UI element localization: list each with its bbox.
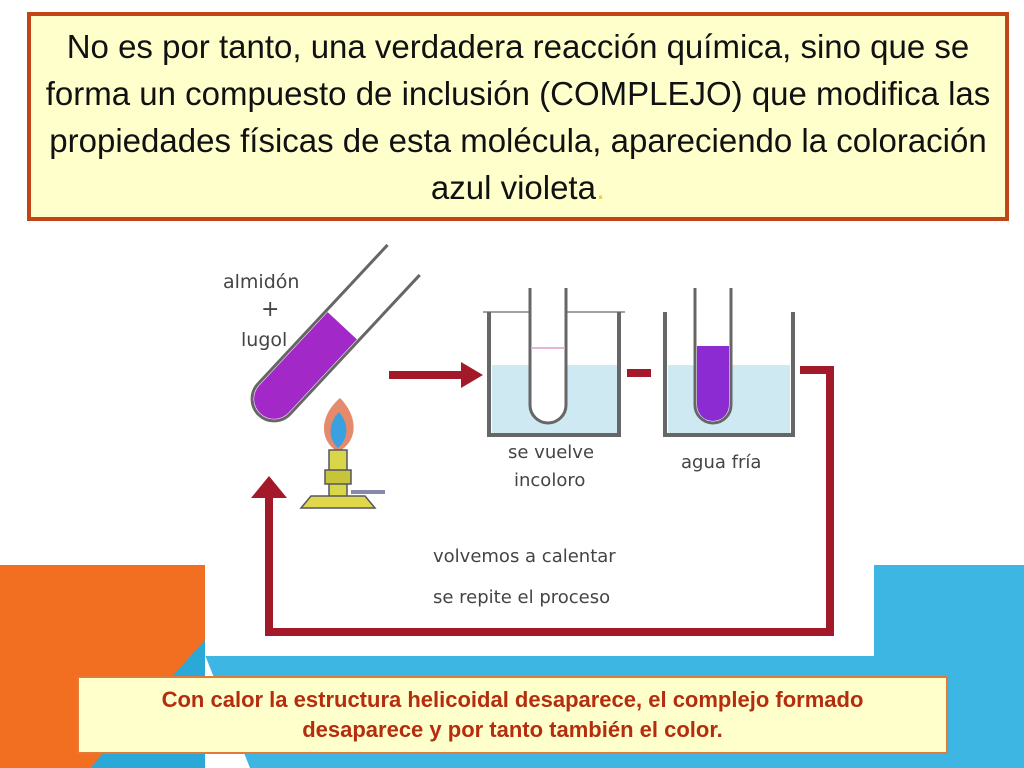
forward-arrow-head — [461, 362, 483, 388]
return-arrow-path — [265, 366, 834, 636]
label-volvemos: volvemos a calentar — [433, 546, 616, 567]
diagram-figure: almidón + lugol se vuelve incoloro agua … — [205, 240, 874, 656]
return-arrow-head — [251, 476, 287, 498]
label-se-vuelve: se vuelve — [508, 442, 594, 463]
burner-flame-inner — [330, 412, 347, 448]
bunsen-burner — [299, 398, 385, 509]
label-incoloro: incoloro — [514, 470, 585, 491]
corner-shape-orange — [0, 565, 205, 768]
beaker-colorless — [483, 288, 625, 437]
label-plus: + — [261, 297, 279, 322]
label-agua-fria: agua fría — [681, 452, 761, 473]
heated-test-tube — [250, 243, 421, 423]
title-trailing: . — [595, 168, 606, 206]
label-repite: se repite el proceso — [433, 587, 610, 608]
diagram-drawing: almidón + lugol se vuelve incoloro agua … — [223, 243, 834, 636]
test-tube-colorless — [528, 288, 568, 425]
title-box: No es por tanto, una verdadera reacción … — [27, 12, 1009, 221]
caption-box: Con calor la estructura helicoidal desap… — [77, 676, 948, 754]
beaker-cold-water — [663, 288, 795, 437]
tube-violet-fill — [697, 346, 729, 421]
title-text-wrap: No es por tanto, una verdadera reacción … — [45, 23, 991, 211]
label-almidon: almidón — [223, 271, 299, 293]
title-text: No es por tanto, una verdadera reacción … — [45, 27, 991, 206]
burner-base — [299, 495, 377, 509]
label-lugol: lugol — [241, 329, 287, 351]
beaker-glass-2 — [663, 312, 795, 437]
beaker-glass — [487, 312, 621, 437]
tube-violet-liquid — [254, 312, 357, 419]
caption-text: Con calor la estructura helicoidal desap… — [161, 687, 864, 742]
burner-collar — [324, 469, 352, 485]
